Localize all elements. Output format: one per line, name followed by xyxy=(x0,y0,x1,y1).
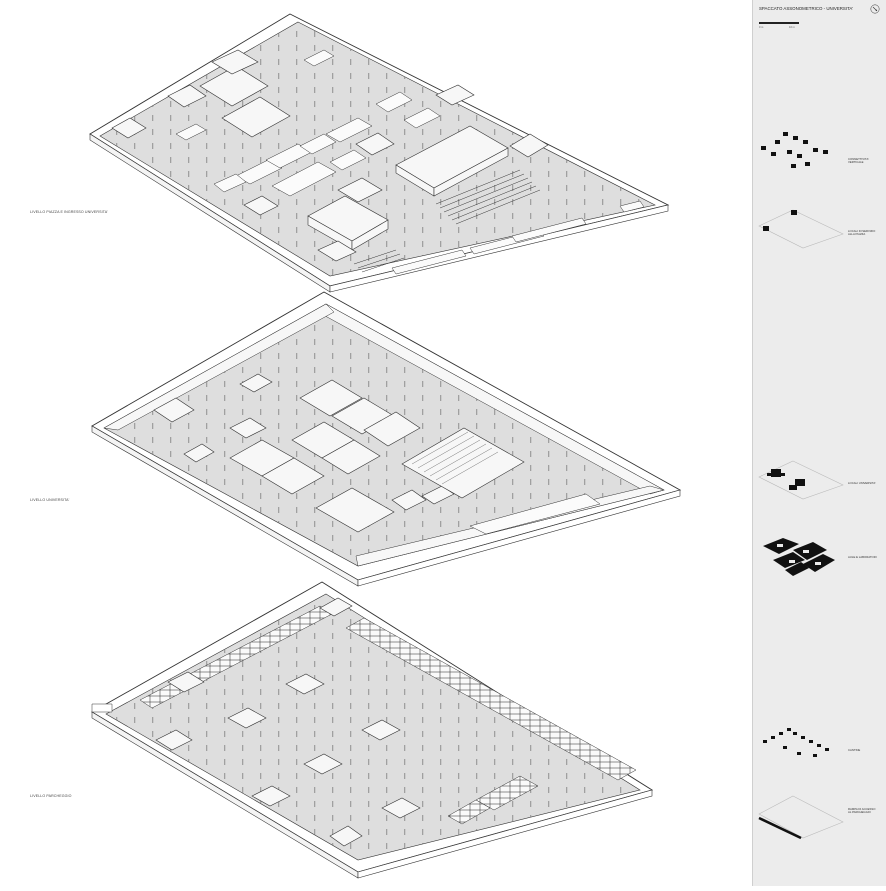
auditorium xyxy=(401,427,525,499)
legend-diagram-locali xyxy=(758,460,844,500)
north-arrow-icon xyxy=(870,4,880,14)
legend-label-aule: AULE E LABORATORI xyxy=(848,555,877,559)
scale-bar: 0 m 10 m xyxy=(759,22,799,30)
legend-label-locali: LOCALI UNIVERSITA' xyxy=(848,481,876,485)
level-universita xyxy=(91,291,682,587)
scale-label-start: 0 m xyxy=(759,26,764,29)
level-piazza xyxy=(89,13,670,293)
legend-label-rampa: RAMPA DI ACCESSO AL PARCHEGGIO xyxy=(848,807,876,815)
level-label-piazza: LIVELLO PIAZZA E INGRESSO UNIVERSITA' xyxy=(30,210,109,214)
axonometric-svg xyxy=(89,13,682,879)
legend-label-cantine: CANTINE xyxy=(848,748,861,752)
scale-label-end: 10 m xyxy=(789,26,795,29)
legend-diagram-rampa xyxy=(758,795,844,840)
level-label-parcheggio: LIVELLO PARCHEGGIO xyxy=(30,794,72,798)
legend-label-servizio: LOCALI DI SERVIZIO ALLA PIAZZA xyxy=(848,229,876,237)
legend-diagram-aule xyxy=(763,538,835,576)
legend-diagram-servizio xyxy=(758,209,844,249)
scale-bar-line xyxy=(759,22,799,24)
legend-diagram-cantine xyxy=(763,728,829,757)
level-parcheggio xyxy=(91,581,654,879)
legend-label-connettivita: CONNETTIVITA' VERTICALE xyxy=(848,157,869,165)
sheet-title: SPACCATO ASSONOMETRICO - UNIVERSITA' xyxy=(759,6,854,11)
level-label-universita: LIVELLO UNIVERSITA' xyxy=(30,498,70,502)
axonometric-drawing: LIVELLO PIAZZA E INGRESSO UNIVERSITA' LI… xyxy=(30,13,682,879)
legend-diagram-connettivita xyxy=(761,132,828,168)
legend-panel: SPACCATO ASSONOMETRICO - UNIVERSITA' 0 m… xyxy=(752,0,886,886)
